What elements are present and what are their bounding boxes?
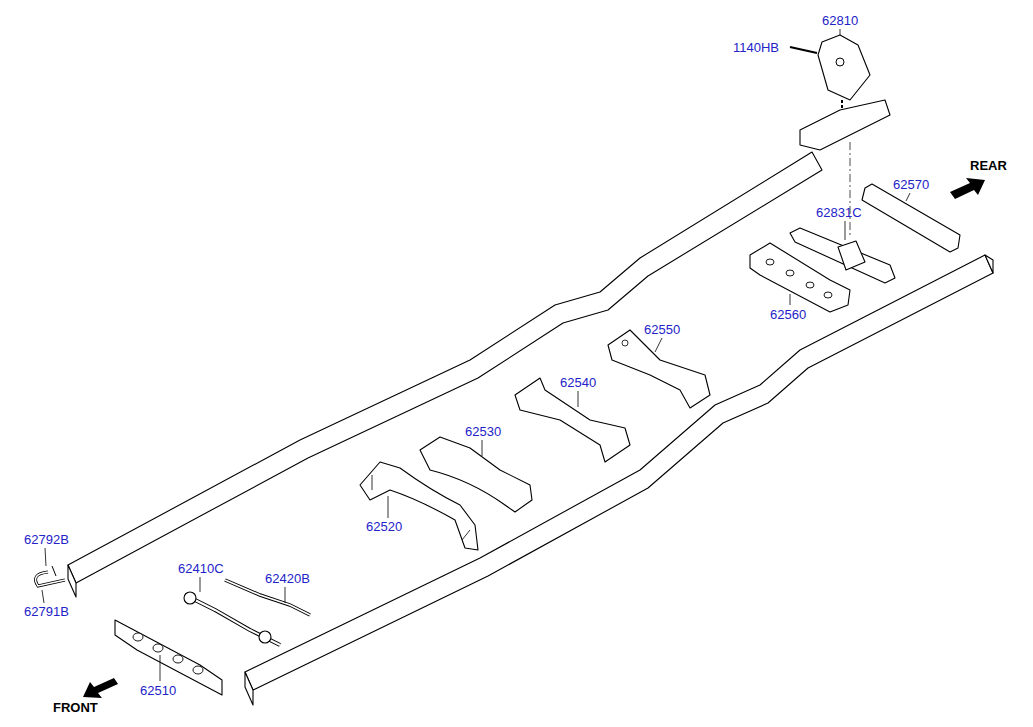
direction-label: REAR [970,158,1007,173]
callout-number: 62792B [24,532,69,547]
callout-number: 62540 [560,375,596,390]
frame-rail [68,152,822,583]
carrier-bracket [800,100,890,150]
hole [622,340,628,346]
hole [836,58,844,66]
rail-end [68,565,76,597]
callout-number: 62831C [816,205,862,220]
rail-end [985,255,993,273]
stabilizer-bar [185,595,280,645]
callout-number: 62420B [265,571,310,586]
callout-number: 62810 [822,13,858,28]
crossmember [515,378,630,462]
tow-hook [36,572,65,586]
callout-number: 62410C [178,561,224,576]
spare-carrier [818,35,870,100]
bushing [259,631,271,643]
callout-number: 62570 [893,177,929,192]
crossmember [420,437,532,512]
callout-number: 62550 [644,322,680,337]
stabilizer-bar [185,595,280,645]
bracket [838,241,865,270]
pin [52,566,56,576]
callout-number: 1140HB [733,40,779,55]
callout-number: 62791B [24,604,69,619]
crossmember [790,228,895,283]
center-line [850,142,851,238]
bushing [184,592,196,604]
leader-lines [42,29,910,681]
direction-label: FRONT [53,700,98,715]
tow-hook [36,572,65,586]
holes [766,259,832,298]
direction-arrow [950,178,985,199]
crossmember [608,330,710,408]
frame-rail [245,255,993,690]
callout-number: 62510 [140,683,176,698]
rail-end [245,672,253,705]
callout-number: 62530 [465,424,501,439]
crossmember [862,184,960,252]
bolt [790,47,817,53]
callout-number: 62520 [366,519,402,534]
holes [133,633,203,674]
callout-number: 62560 [770,307,806,322]
direction-arrow [83,678,118,698]
